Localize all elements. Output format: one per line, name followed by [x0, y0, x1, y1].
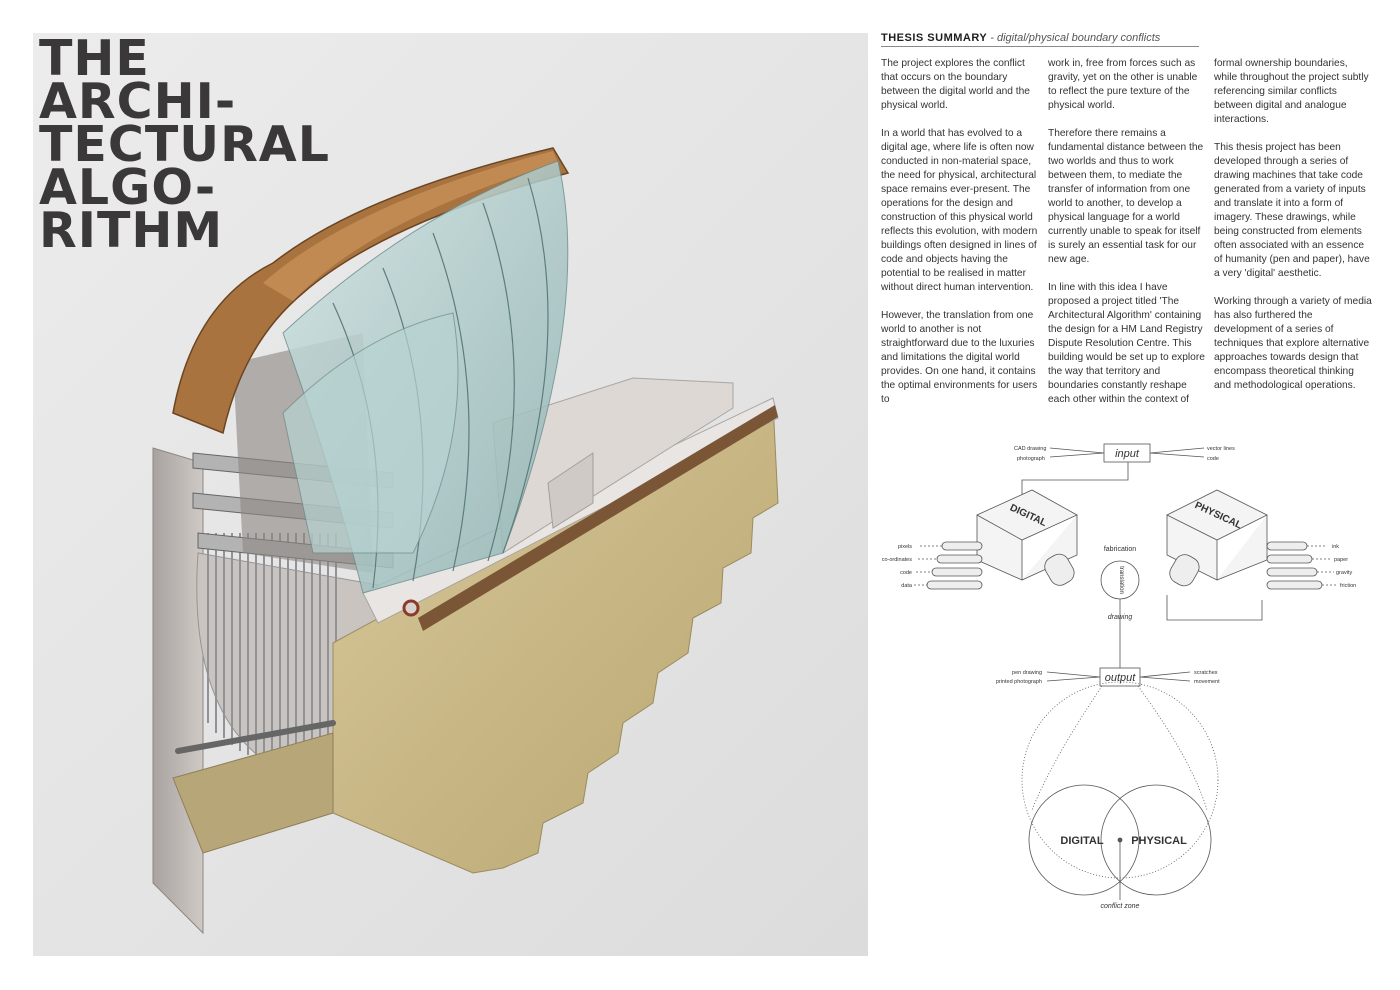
roller-end — [402, 599, 420, 617]
fabrication-label: fabrication — [1104, 546, 1136, 553]
stairs — [547, 452, 594, 529]
earth-ground — [332, 402, 779, 874]
output-right-1: scratches — [1194, 670, 1218, 676]
architectural-section-render — [152, 147, 779, 935]
drawing-label: drawing — [1108, 614, 1133, 621]
input-left-1: CAD drawing — [1014, 446, 1046, 452]
concrete-wall — [152, 447, 204, 935]
timber-rail — [418, 405, 778, 631]
slatted-screen — [207, 533, 337, 770]
summary-paragraph: formal ownership boundaries, while throu… — [1214, 58, 1369, 125]
output-right-2: movement — [1194, 679, 1220, 685]
input-label: input — [1115, 448, 1140, 460]
physical-input-3: gravity — [1336, 570, 1352, 576]
inner-glass-vault — [282, 312, 459, 554]
digital-input-1: pixels — [898, 544, 912, 550]
venn-digital-label: DIGITAL — [1060, 835, 1103, 847]
digital-input-4: data — [901, 583, 913, 589]
title-line: THE — [39, 33, 150, 87]
venn-physical-circle — [1100, 784, 1212, 896]
physical-input-1: ink — [1332, 544, 1339, 550]
venn-physical-label: PHYSICAL — [1131, 835, 1187, 847]
title-line: ALGO- — [39, 159, 217, 216]
summary-paragraph: work in, free from forces such as gravit… — [1048, 58, 1198, 111]
summary-paragraph: This thesis project has been developed t… — [1214, 142, 1370, 279]
summary-paragraph: The project explores the conflict that o… — [881, 58, 1030, 111]
summary-column-1: The project explores the conflict that o… — [881, 57, 1039, 421]
summary-paragraph: However, the translation from one world … — [881, 310, 1038, 405]
summary-heading: THESIS SUMMARY — [881, 32, 988, 44]
project-title: THE ARCHI- TECTURAL ALGO- RITHM — [39, 33, 330, 259]
summary-paragraph: Therefore there remains a fundamental di… — [1048, 128, 1204, 265]
title-line: TECTURAL — [39, 116, 330, 173]
output-left-2: printed photograph — [996, 679, 1042, 685]
input-right-1: vector lines — [1207, 446, 1235, 452]
output-label: output — [1105, 672, 1137, 684]
input-right-2: code — [1207, 456, 1219, 462]
summary-subheading: - digital/physical boundary conflicts — [990, 32, 1161, 44]
summary-paragraph: In a world that has evolved to a digital… — [881, 128, 1038, 293]
venn-digital-circle — [1028, 784, 1140, 896]
ground-pipe — [175, 720, 336, 754]
digital-pipes — [926, 541, 1075, 590]
conflict-zone-label: conflict zone — [1101, 903, 1140, 910]
digital-input-3: code — [900, 570, 912, 576]
process-diagram: input CAD drawing photograph vector line… — [882, 443, 1356, 910]
physical-input-2: paper — [1334, 557, 1348, 563]
output-left-1: pen drawing — [1012, 670, 1042, 676]
thesis-summary-header: THESIS SUMMARY - digital/physical bounda… — [881, 30, 1199, 47]
summary-column-2: work in, free from forces such as gravit… — [1048, 57, 1206, 421]
title-line: RITHM — [39, 202, 224, 259]
physical-input-4: friction — [1340, 583, 1356, 589]
title-line: ARCHI- — [39, 73, 237, 130]
input-left-2: photograph — [1017, 456, 1045, 462]
summary-paragraph: Working through a variety of media has a… — [1214, 296, 1372, 391]
translation-label: translation — [1118, 566, 1124, 594]
illustration-panel: THE ARCHI- TECTURAL ALGO- RITHM — [33, 33, 868, 956]
digital-input-2: co-ordinates — [882, 557, 913, 563]
summary-paragraph: In line with this idea I have proposed a… — [1048, 282, 1205, 405]
stair-ground — [172, 732, 334, 854]
timber-roof-top — [263, 151, 558, 301]
summary-column-3: formal ownership boundaries, while throu… — [1214, 57, 1372, 407]
